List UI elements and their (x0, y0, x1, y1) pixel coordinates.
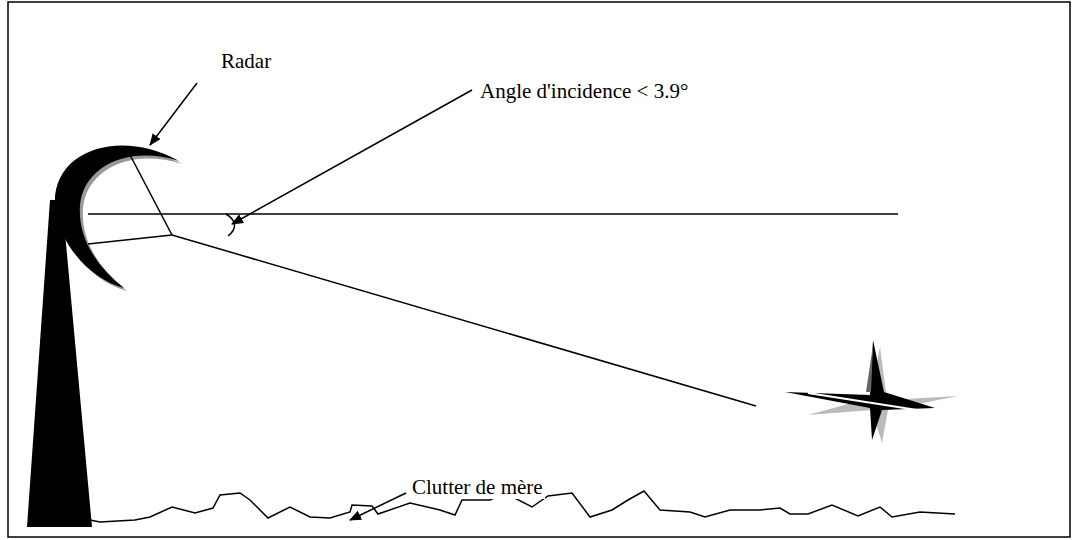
horizontal-line (88, 213, 898, 215)
beam-line (172, 235, 756, 406)
target-aircraft (785, 340, 958, 443)
frame (8, 2, 1070, 537)
feed-strut (88, 235, 172, 244)
leader-arrow (150, 83, 197, 145)
clutter-label: Clutter de mère (410, 476, 545, 499)
feed-strut (129, 153, 172, 235)
radar-dish (55, 145, 179, 288)
angle-arc (226, 214, 235, 236)
leader-arrow (232, 90, 472, 224)
angle-label: Angle d'incidence < 3.9° (478, 80, 690, 103)
radar-label: Radar (219, 50, 273, 73)
